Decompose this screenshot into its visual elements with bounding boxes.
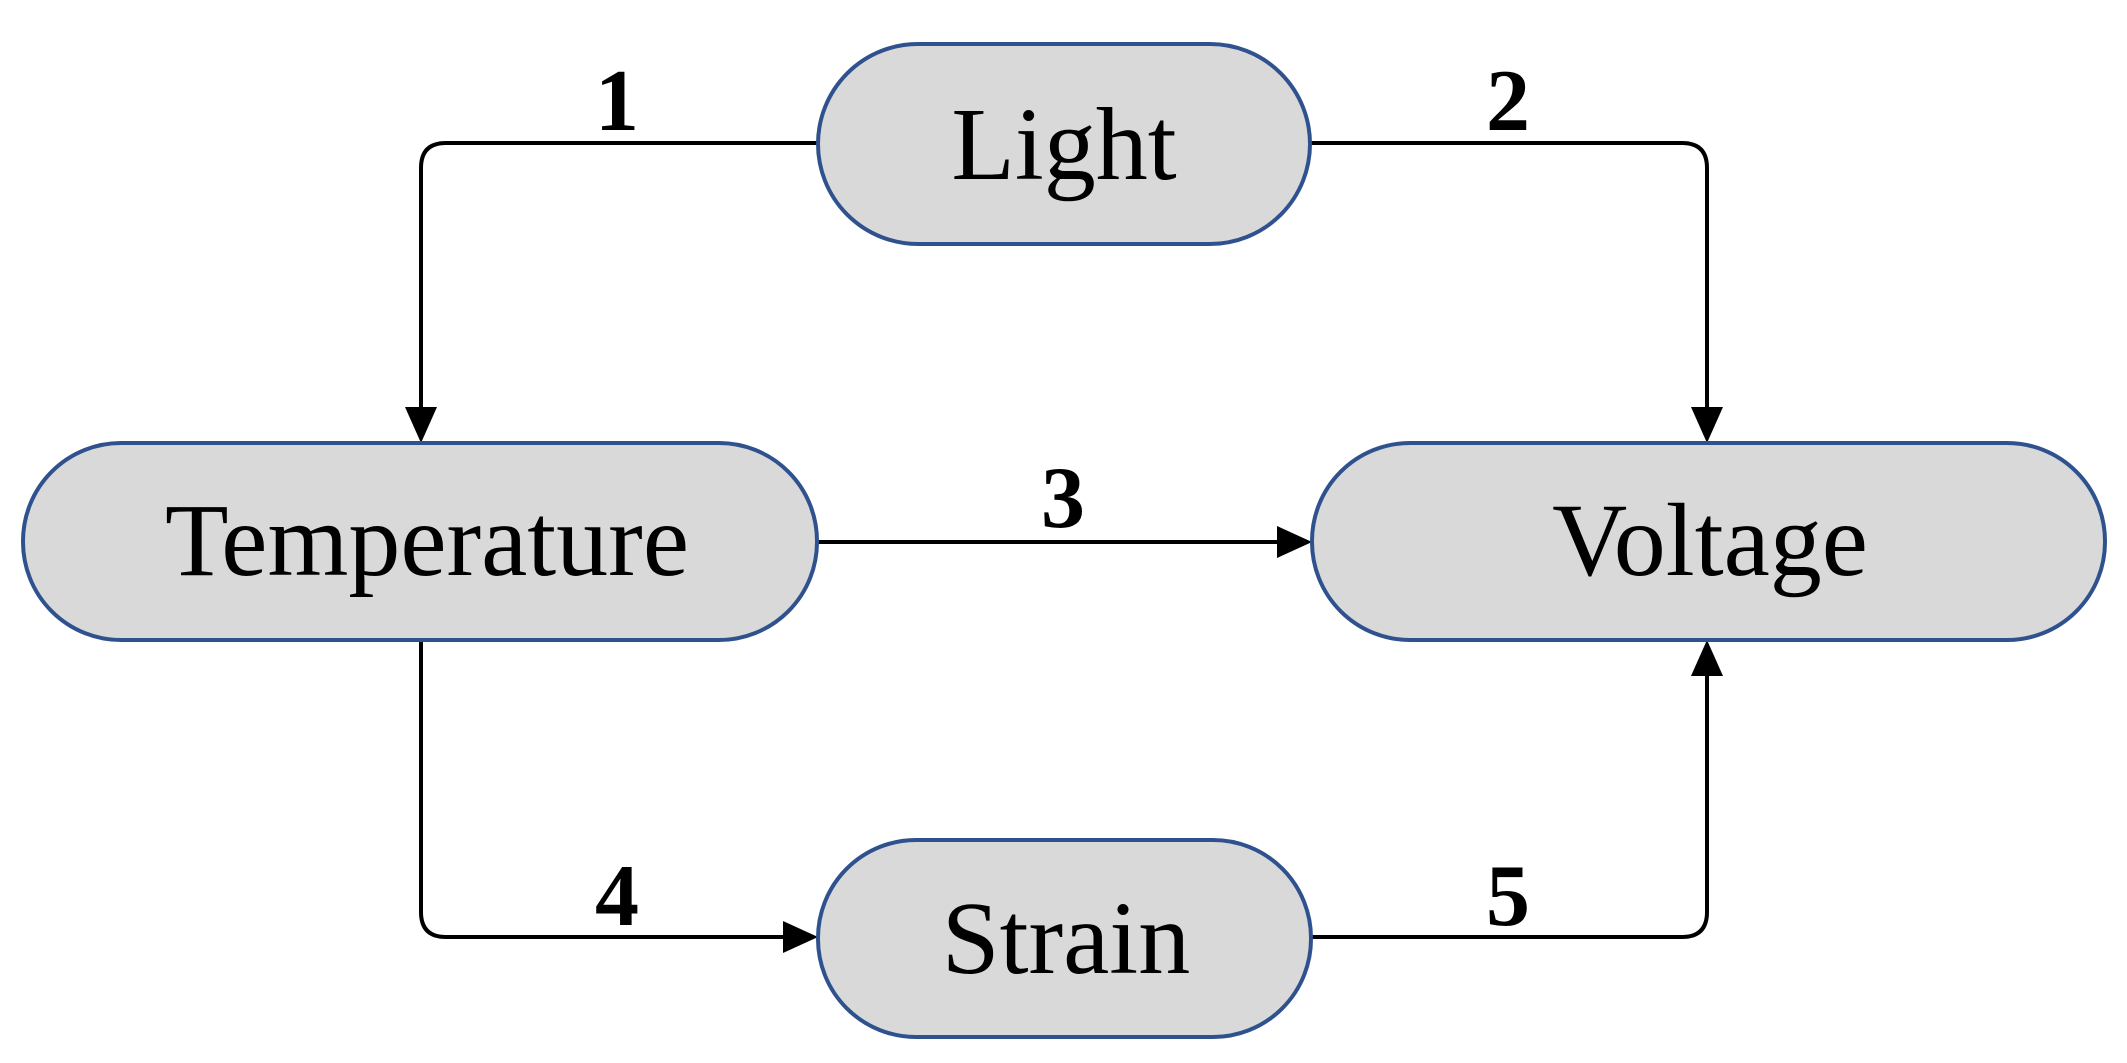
edge-5-label: 5	[1486, 848, 1530, 945]
edge-strain-to-voltage: 5	[1311, 640, 1723, 945]
node-temperature-box	[21, 441, 819, 642]
node-voltage: Voltage	[1310, 441, 2107, 642]
node-strain-label: Strain	[942, 881, 1190, 996]
edge-temperature-to-strain: 4	[419, 640, 818, 953]
edge-2-arrowhead	[1691, 407, 1723, 443]
node-strain: Strain	[816, 838, 1313, 1039]
edge-4-label: 4	[595, 848, 639, 945]
edge-4-arrowhead	[783, 921, 818, 953]
edge-3-arrowhead	[1277, 526, 1312, 558]
node-strain-box	[816, 838, 1313, 1039]
node-voltage-box	[1310, 441, 2107, 642]
edge-3-label: 3	[1041, 450, 1085, 547]
node-light-label: Light	[951, 87, 1176, 202]
edge-temperature-to-voltage: 3	[817, 450, 1312, 558]
edge-4-line	[419, 640, 784, 939]
node-temperature: Temperature	[21, 441, 819, 642]
node-voltage-label: Voltage	[1552, 483, 1868, 598]
edge-5-arrowhead	[1691, 640, 1723, 676]
edge-light-to-voltage: 2	[1310, 53, 1723, 443]
node-light: Light	[816, 42, 1312, 246]
edge-1-arrowhead	[405, 407, 437, 443]
edge-light-to-temperature: 1	[405, 53, 818, 443]
node-light-box	[816, 42, 1312, 246]
edge-2-line	[1310, 141, 1709, 408]
edge-1-line	[419, 141, 818, 408]
edge-2-label: 2	[1486, 53, 1530, 150]
edge-1-label: 1	[595, 53, 639, 150]
edge-5-line	[1311, 675, 1709, 939]
node-temperature-label: Temperature	[165, 483, 689, 598]
